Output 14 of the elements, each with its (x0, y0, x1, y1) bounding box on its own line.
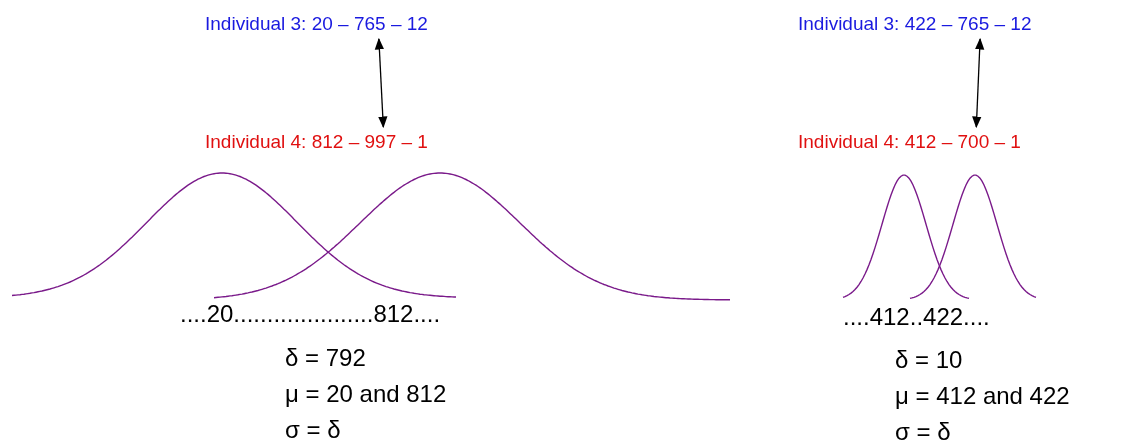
axis-values: ....20.....................812.... (180, 300, 441, 328)
statistic-text: μ = 412 and 422 (895, 382, 1070, 410)
individual-label: Individual 3: 20 – 765 – 12 (205, 12, 428, 36)
individual-label: Individual 4: 412 – 700 – 1 (798, 130, 1021, 154)
double-arrow (374, 37, 388, 129)
double-arrow (972, 37, 985, 129)
statistic-text: μ = 20 and 812 (285, 380, 447, 408)
axis-values: ....412..422.... (843, 303, 990, 331)
statistic-text: σ = δ (285, 416, 341, 444)
individual-label: Individual 3: 422 – 765 – 12 (798, 12, 1032, 36)
statistic-text: σ = δ (895, 418, 951, 446)
individual-label: Individual 4: 812 – 997 – 1 (205, 130, 428, 154)
statistic-text: δ = 792 (285, 344, 366, 372)
statistic-text: δ = 10 (895, 346, 963, 374)
